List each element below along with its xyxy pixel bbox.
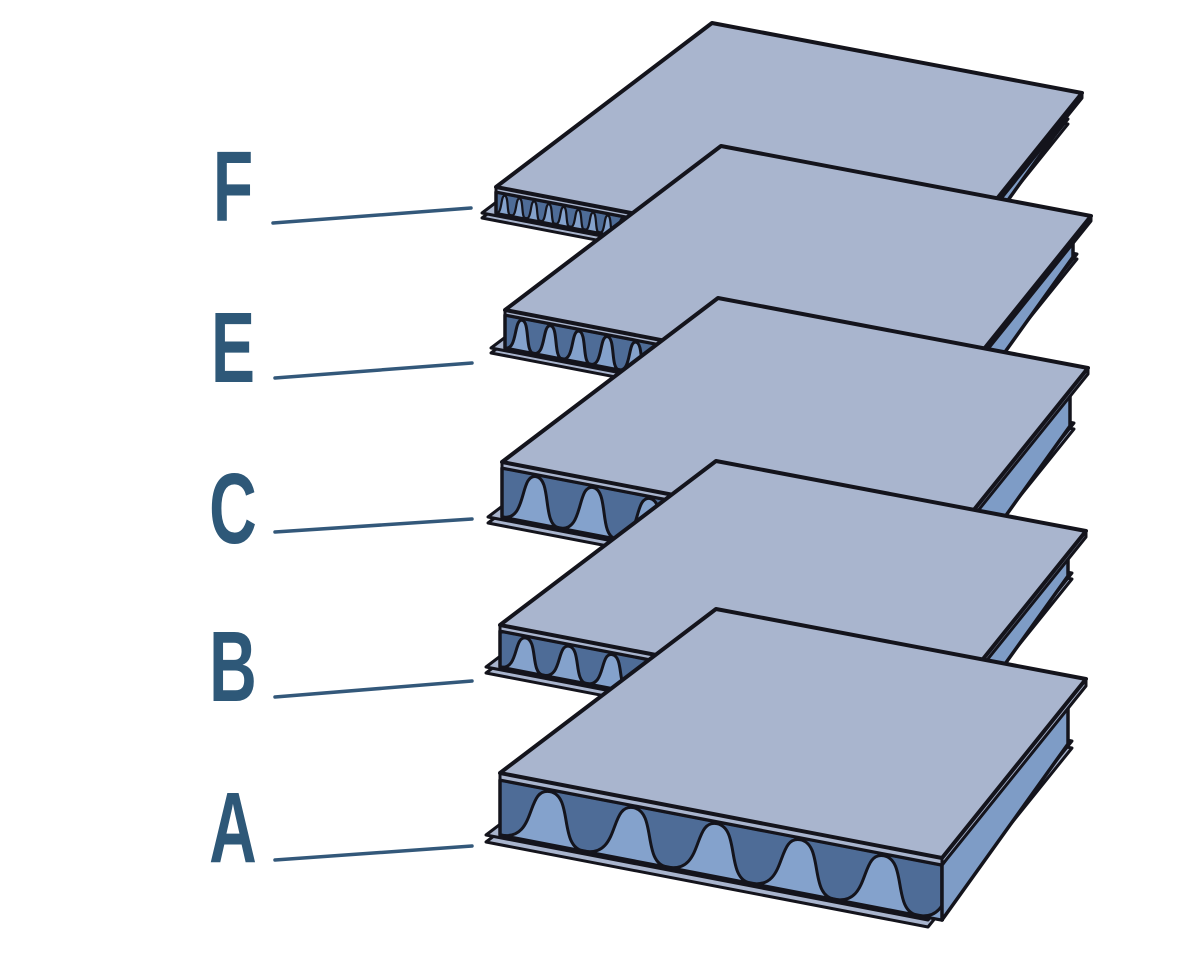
flute-hump: [832, 854, 919, 917]
flute-hump: [665, 822, 752, 885]
leader-line-b: [273, 679, 474, 699]
flute-hump: [560, 329, 592, 366]
flute-hump: [498, 790, 585, 853]
flute-hump: [582, 806, 669, 869]
leader-line-e: [273, 361, 474, 380]
flute-hump: [509, 197, 527, 220]
flute-hump: [503, 318, 535, 355]
flute-hump: [500, 475, 561, 530]
flute-hump: [541, 644, 588, 686]
flute-hump: [553, 205, 571, 229]
label-b: B: [209, 610, 257, 722]
flute-hump: [568, 208, 586, 232]
flute-hump: [583, 211, 601, 234]
flute-hump: [539, 203, 556, 226]
label-a: A: [209, 771, 257, 883]
leader-line-a: [273, 844, 474, 862]
flute-hump: [498, 636, 545, 677]
label-f: F: [213, 130, 253, 242]
flute-hump: [588, 335, 621, 372]
leader-line-f: [271, 206, 473, 225]
flute-hump: [494, 194, 512, 217]
flute-hump: [557, 485, 618, 541]
label-c: C: [209, 452, 257, 564]
flute-hump: [532, 324, 564, 361]
leader-line-c: [273, 517, 474, 534]
flute-hump: [748, 838, 836, 901]
label-e: E: [211, 291, 255, 403]
board-a-flute: [484, 607, 1088, 929]
board-top-face: [498, 607, 1088, 860]
flute-hump: [524, 200, 542, 223]
flute-waves: [498, 790, 944, 921]
